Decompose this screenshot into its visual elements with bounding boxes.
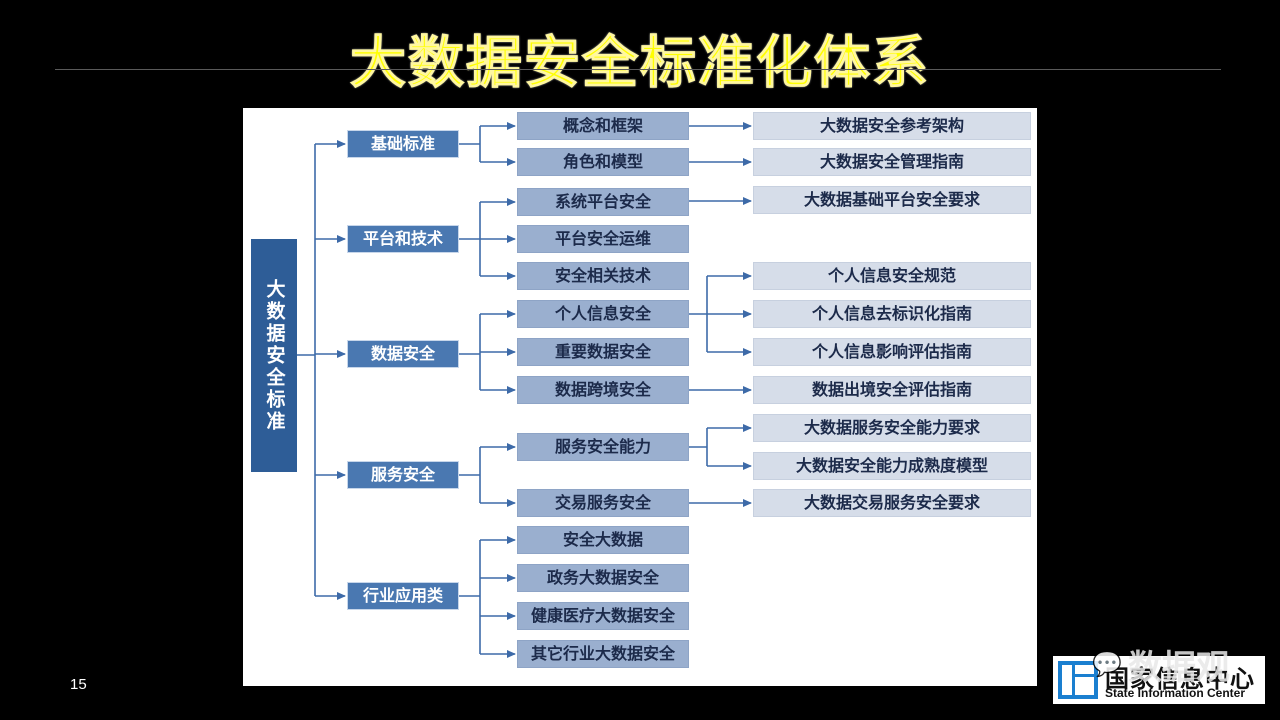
- item-security-big-data: 安全大数据: [517, 526, 689, 554]
- standard-management-guide: 大数据安全管理指南: [753, 148, 1031, 176]
- item-concept-framework: 概念和框架: [517, 112, 689, 140]
- page-number: 15: [70, 676, 87, 693]
- sic-emblem-icon: [1058, 661, 1098, 699]
- item-cross-border-data-security: 数据跨境安全: [517, 376, 689, 404]
- standard-de-identification-guide: 个人信息去标识化指南: [753, 300, 1031, 328]
- item-platform-security-ops: 平台安全运维: [517, 225, 689, 253]
- item-other-industry-big-data-security: 其它行业大数据安全: [517, 640, 689, 668]
- item-service-security-capability: 服务安全能力: [517, 433, 689, 461]
- standard-service-capability-requirements: 大数据服务安全能力要求: [753, 414, 1031, 442]
- category-industry-application: 行业应用类: [347, 582, 459, 610]
- watermark-text: 数据观: [1128, 648, 1230, 688]
- standard-cross-border-assessment-guide: 数据出境安全评估指南: [753, 376, 1031, 404]
- item-government-big-data-security: 政务大数据安全: [517, 564, 689, 592]
- state-information-center-logo: 国家信息中心 State Information Center: [1053, 656, 1265, 704]
- standard-reference-architecture: 大数据安全参考架构: [753, 112, 1031, 140]
- category-platform-technology: 平台和技术: [347, 225, 459, 253]
- item-important-data-security: 重要数据安全: [517, 338, 689, 366]
- item-role-model: 角色和模型: [517, 148, 689, 176]
- standard-platform-security-requirements: 大数据基础平台安全要求: [753, 186, 1031, 214]
- standard-personal-info-spec: 个人信息安全规范: [753, 262, 1031, 290]
- item-personal-info-security: 个人信息安全: [517, 300, 689, 328]
- item-security-technology: 安全相关技术: [517, 262, 689, 290]
- item-healthcare-big-data-security: 健康医疗大数据安全: [517, 602, 689, 630]
- item-trading-service-security: 交易服务安全: [517, 489, 689, 517]
- standard-capability-maturity-model: 大数据安全能力成熟度模型: [753, 452, 1031, 480]
- logo-name-en: State Information Center: [1105, 686, 1246, 700]
- category-data-security: 数据安全: [347, 340, 459, 368]
- category-basic-standards: 基础标准: [347, 130, 459, 158]
- item-system-platform-security: 系统平台安全: [517, 188, 689, 216]
- logo-name-cn: 国家信息中心: [1105, 665, 1255, 693]
- connector-lines: [297, 122, 752, 658]
- diagram-panel: 大数据安全标准 基础标准 平台和技术 数据安全 服务安全 行业应用类 概念和框架…: [243, 108, 1037, 686]
- root-node: 大数据安全标准: [251, 239, 297, 472]
- standard-impact-assessment-guide: 个人信息影响评估指南: [753, 338, 1031, 366]
- slide-title: 大数据安全标准化体系: [350, 31, 930, 97]
- title-divider: [55, 69, 1221, 70]
- wechat-bubble-icon: 💬: [1092, 650, 1122, 678]
- category-service-security: 服务安全: [347, 461, 459, 489]
- standard-trading-service-requirements: 大数据交易服务安全要求: [753, 489, 1031, 517]
